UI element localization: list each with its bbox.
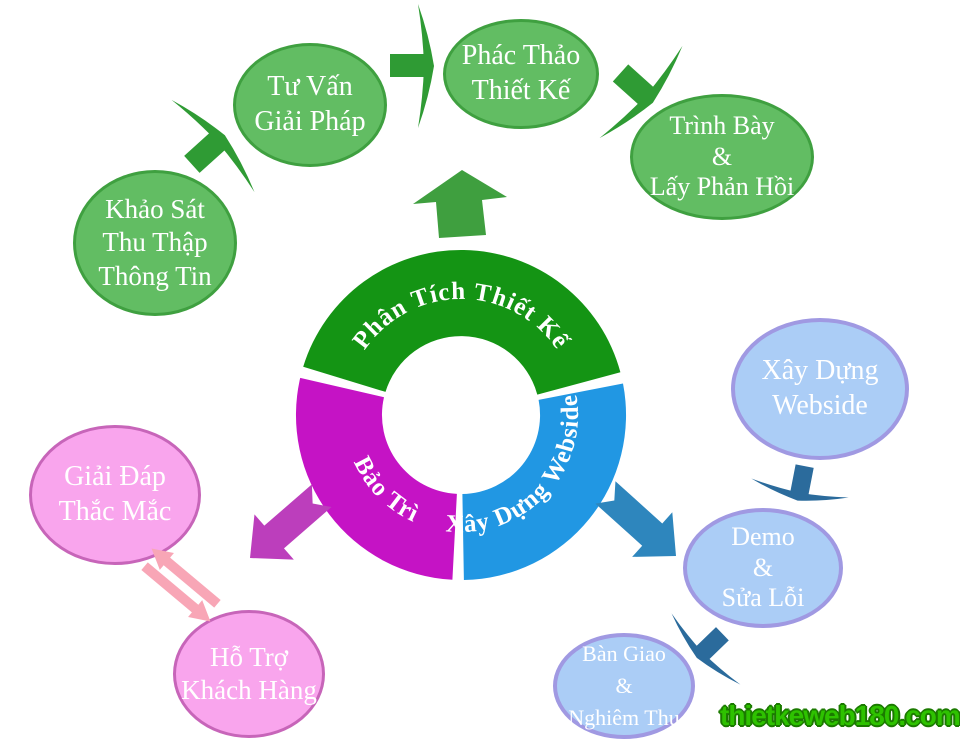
node-line: Giải Đáp	[64, 461, 166, 493]
donut-label-bao-tri: Bảo Trì	[348, 452, 423, 528]
node-line: Thông Tin	[98, 260, 212, 291]
arrow-down-right-part	[141, 562, 211, 622]
watermark-text: thietkeweb180.com	[720, 700, 960, 731]
node-line: Thu Thập	[102, 227, 208, 258]
donut-segment-phan-tich-thiet-ke	[303, 249, 621, 395]
node-line: &	[752, 552, 774, 582]
node-line: Khách Hàng	[181, 675, 317, 705]
node-line: Webside	[772, 390, 868, 421]
node-line: Demo	[731, 521, 795, 551]
arrow-tu-van-to-phac-thao	[390, 4, 434, 128]
node-phac-thao-thiet-ke: Phác Thảo Thiết Kế	[443, 19, 599, 129]
arrow-donut-to-demo	[585, 470, 697, 579]
node-line: Thắc Mắc	[58, 496, 172, 527]
node-line: &	[615, 673, 633, 699]
node-line: Nghiêm Thu	[568, 704, 680, 730]
node-tu-van-giai-phap: Tư Vấn Giải Pháp	[233, 43, 387, 167]
donut-label-xay-dung-webside: Xây Dựng Webside	[445, 393, 584, 539]
node-trinh-bay-lay-phan-hoi: Trình Bày & Lấy Phản Hồi	[630, 94, 814, 220]
donut-segment-bao-tri	[295, 377, 457, 580]
node-demo-sua-loi: Demo & Sửa Lỗi	[683, 508, 843, 628]
node-ho-tro-khach-hang: Hỗ Trợ Khách Hàng	[173, 610, 325, 738]
arrow-xay-dung-to-demo	[748, 456, 853, 511]
node-khao-sat-thu-thap-thong-tin: Khảo Sát Thu Thập Thông Tin	[73, 170, 237, 316]
node-line: Tư Vấn	[267, 71, 353, 103]
node-line: Xây Dựng	[761, 355, 879, 387]
node-line: Lấy Phản Hồi	[649, 172, 795, 202]
arrow-up-into-donut	[413, 170, 507, 238]
node-line: Sửa Lỗi	[721, 583, 805, 613]
node-line: Trình Bày	[669, 110, 775, 140]
node-xay-dung-webside: Xây Dựng Webside	[731, 318, 909, 460]
donut-label-phan-tich-thiet-ke: Phân Tích Thiết Kế	[348, 278, 575, 355]
node-line: Phác Thảo	[461, 40, 581, 72]
node-line: Giải Pháp	[254, 106, 366, 137]
arrow-donut-to-giai-dap	[230, 473, 342, 581]
node-line: Bàn Giao	[582, 641, 666, 667]
node-ban-giao-nghiem-thu: Bàn Giao & Nghiêm Thu	[553, 633, 695, 739]
node-line: Khảo Sát	[105, 193, 205, 224]
node-line: &	[711, 141, 733, 171]
node-line: Hỗ Trợ	[209, 641, 289, 672]
node-giai-dap-thac-mac: Giải Đáp Thắc Mắc	[29, 425, 201, 565]
node-line: Thiết Kế	[471, 75, 571, 106]
donut-segment-xay-dung-webside	[462, 383, 627, 580]
